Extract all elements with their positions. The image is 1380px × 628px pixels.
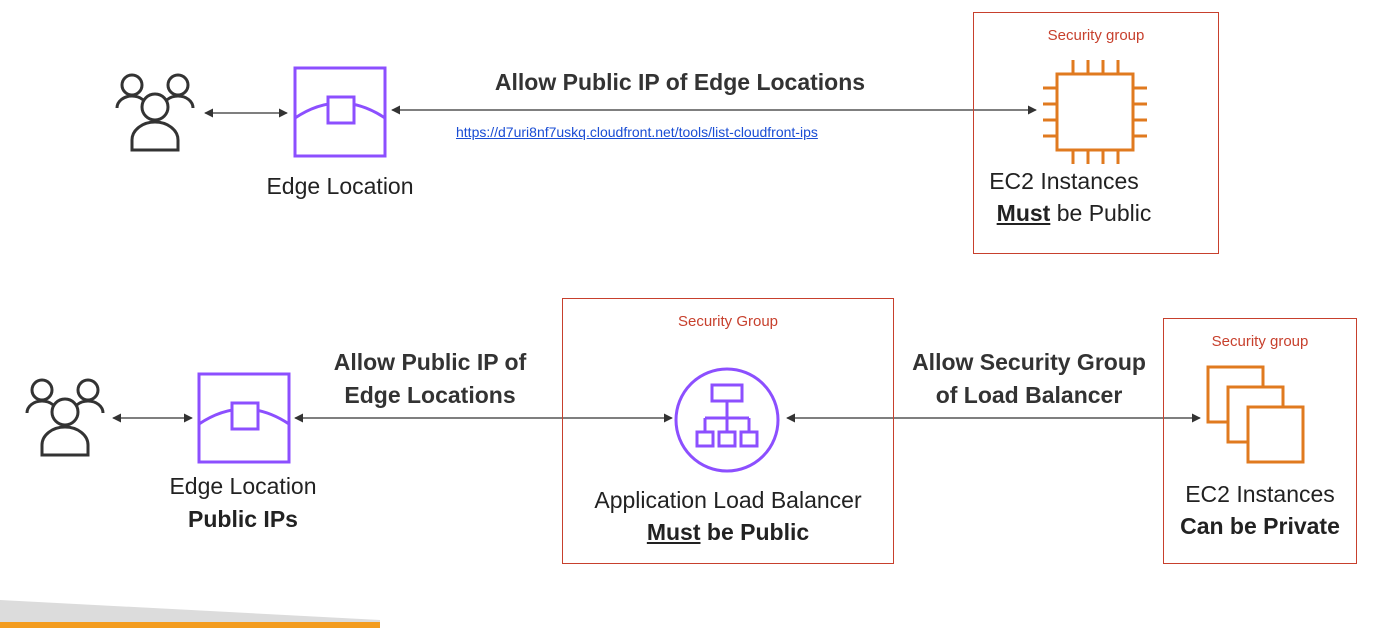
edge-public-ips-label: Public IPs [188, 506, 298, 532]
footer-bar [0, 600, 380, 628]
connection-label-2a: Allow Security Group [912, 349, 1146, 375]
ec2-instances-icon [1206, 365, 1305, 464]
load-balancer-icon [674, 367, 780, 473]
must-text: Must [996, 200, 1051, 226]
cloudfront-ips-link[interactable]: https://d7uri8nf7uskq.cloudfront.net/too… [456, 124, 818, 140]
connection-label-1b: Edge Locations [344, 382, 516, 408]
security-group-box-top: Security group EC2 Instances Must be Pub… [973, 12, 1219, 254]
security-group-label: Security group [1047, 27, 1145, 44]
connection-label-2b: of Load Balancer [935, 382, 1123, 408]
connection-label-top: Allow Public IP of Edge Locations [494, 69, 866, 95]
edge-location-label: Edge Location [266, 173, 414, 199]
ec2-public-note: Must be Public [974, 197, 1174, 229]
ec2-chip-icon [1043, 60, 1147, 164]
alb-public-note: Must be Public [563, 516, 893, 548]
alb-security-group-label: Security Group [677, 313, 779, 330]
be-public-text: be Public [1050, 200, 1152, 226]
ec2-label-bottom: EC2 Instances [1185, 481, 1335, 507]
footer-accent [0, 622, 380, 628]
edge-location-icon-bottom [197, 372, 291, 464]
alb-must-text: Must [646, 519, 701, 545]
users-icon [115, 73, 195, 152]
alb-be-public-text: be Public [700, 519, 810, 545]
security-group-box-ec2: Security group EC2 Instances Can be Priv… [1163, 318, 1357, 564]
connection-label-1a: Allow Public IP of [333, 349, 527, 375]
security-group-box-alb: Security Group Application Load Balancer… [562, 298, 894, 564]
users-icon-bottom [25, 378, 105, 457]
ec2-security-group-label: Security group [1211, 333, 1309, 350]
ec2-label: EC2 Instances [989, 168, 1139, 194]
edge-location-icon [293, 66, 387, 158]
ec2-private-note: Can be Private [1180, 513, 1340, 539]
alb-label: Application Load Balancer [594, 487, 862, 513]
edge-location-label-bottom: Edge Location [169, 473, 317, 499]
